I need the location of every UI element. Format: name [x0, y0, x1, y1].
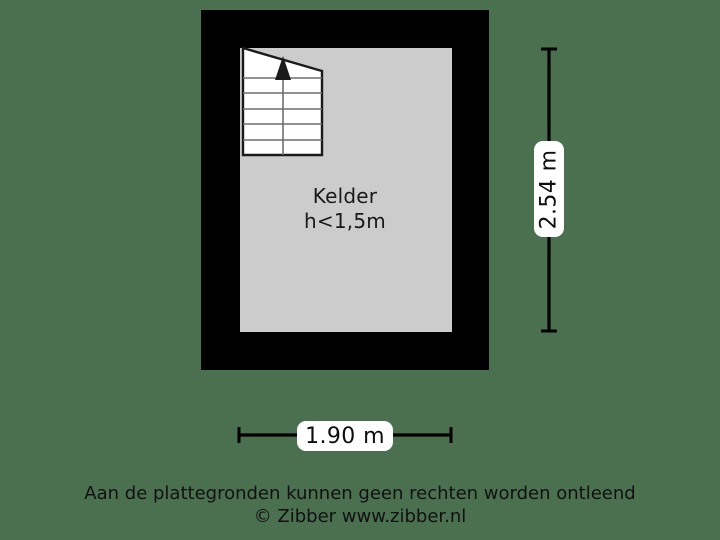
dimension-label-width: 1.90 m — [297, 421, 393, 451]
dimension-label-depth: 2.54 m — [534, 141, 564, 237]
up-arrow-icon — [275, 56, 291, 80]
footer-copyright: © Zibber www.zibber.nl — [253, 506, 467, 528]
room-height-note-kelder: h<1,5m — [304, 209, 386, 233]
footer-disclaimer: Aan de plattegronden kunnen geen rechten… — [84, 483, 636, 504]
dimension-label-depth-text: 2.54 m — [536, 149, 562, 229]
room-label-kelder: Kelder — [312, 184, 378, 208]
staircase-group — [241, 46, 324, 157]
footer: Aan de plattegronden kunnen geen rechten… — [0, 482, 720, 528]
